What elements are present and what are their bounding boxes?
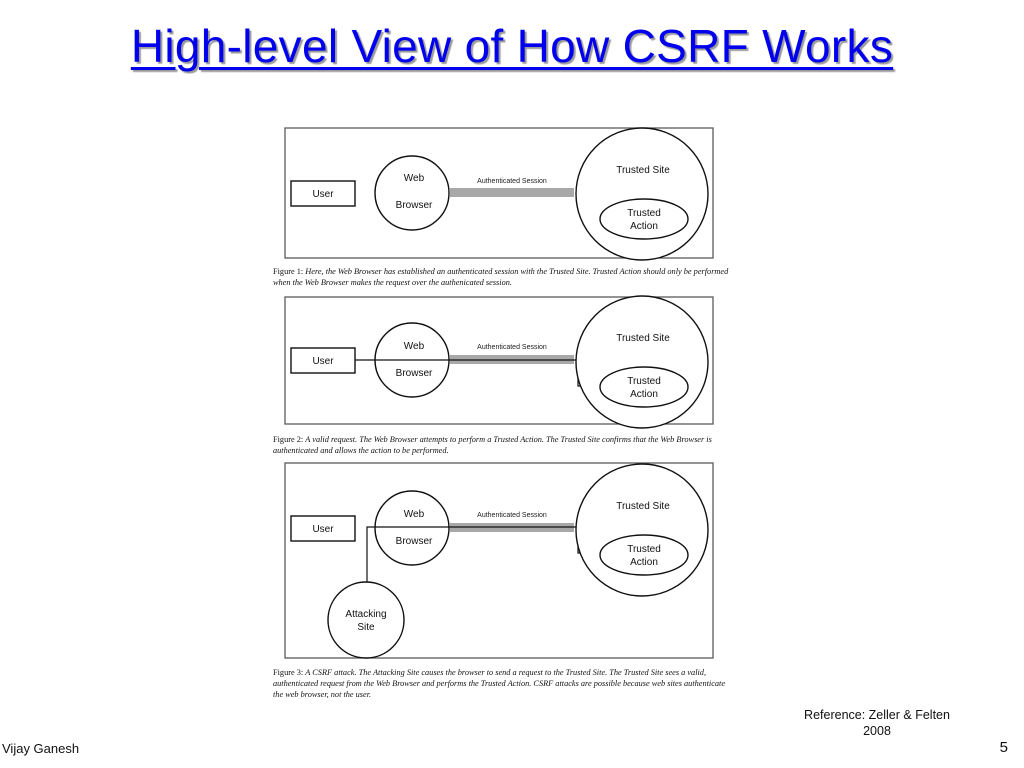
web-browser-label-line2: Browser — [396, 200, 433, 211]
figure-3: User Web Browser Authenticated Session T… — [284, 462, 714, 659]
trusted-action-node — [599, 198, 689, 240]
trusted-action-label-line2: Action — [630, 557, 658, 568]
page-number: 5 — [999, 739, 1008, 756]
trusted-site-label: Trusted Site — [616, 501, 670, 512]
reference-note: Reference: Zeller & Felten 2008 — [786, 707, 968, 739]
figure-1-caption: Figure 1: Here, the Web Browser has esta… — [273, 266, 731, 288]
trusted-action-label-line2: Action — [630, 389, 658, 400]
web-browser-label-line2: Browser — [396, 536, 433, 547]
user-label: User — [312, 356, 334, 367]
trusted-site-label: Trusted Site — [616, 165, 670, 176]
user-label: User — [312, 524, 334, 535]
figure-caption-text: A CSRF attack. The Attacking Site causes… — [273, 668, 726, 699]
user-label: User — [312, 189, 334, 200]
trusted-site-node — [575, 463, 709, 597]
user-box — [290, 515, 356, 542]
user-box — [290, 180, 356, 207]
footer-author: Vijay Ganesh — [2, 741, 80, 756]
reference-line: Reference: Zeller & Felten — [804, 708, 950, 722]
web-browser-label-line1: Web — [404, 509, 425, 520]
attacking-site-label-line1: Attacking — [345, 609, 386, 620]
attacking-site-node — [327, 581, 405, 659]
web-browser-node — [374, 490, 450, 566]
figure-label: Figure 1: — [273, 267, 304, 276]
session-label: Authenticated Session — [477, 344, 547, 351]
figure-label: Figure 2: — [273, 435, 304, 444]
web-browser-label-line1: Web — [404, 341, 425, 352]
attacking-site-label-line2: Site — [357, 622, 375, 633]
user-box — [290, 347, 356, 374]
web-browser-label-line1: Web — [404, 173, 425, 184]
trusted-action-label-line2: Action — [630, 221, 658, 232]
trusted-action-node — [599, 534, 689, 576]
web-browser-label-line2: Browser — [396, 368, 433, 379]
trusted-action-label-line1: Trusted — [627, 376, 661, 387]
slide-title: High-level View of How CSRF Works — [130, 20, 894, 72]
web-browser-node — [374, 155, 450, 231]
figure-caption-text: A valid request. The Web Browser attempt… — [273, 435, 712, 455]
session-label: Authenticated Session — [477, 178, 547, 185]
trusted-site-node — [575, 295, 709, 429]
trusted-action-node — [599, 366, 689, 408]
figure-caption-text: Here, the Web Browser has established an… — [273, 267, 729, 287]
figure-2-caption: Figure 2: A valid request. The Web Brows… — [273, 434, 731, 456]
session-label: Authenticated Session — [477, 512, 547, 519]
reference-year: 2008 — [863, 724, 891, 738]
trusted-action-label-line1: Trusted — [627, 544, 661, 555]
trusted-site-node — [575, 127, 709, 261]
trusted-action-label-line1: Trusted — [627, 208, 661, 219]
trusted-site-label: Trusted Site — [616, 333, 670, 344]
figure-label: Figure 3: — [273, 668, 304, 677]
figure-1: User Web Browser Authenticated Session T… — [284, 127, 714, 261]
figure-3-caption: Figure 3: A CSRF attack. The Attacking S… — [273, 667, 731, 700]
figure-2: User Web Browser Authenticated Session T… — [284, 295, 714, 429]
authenticated-session-bar — [450, 188, 574, 197]
